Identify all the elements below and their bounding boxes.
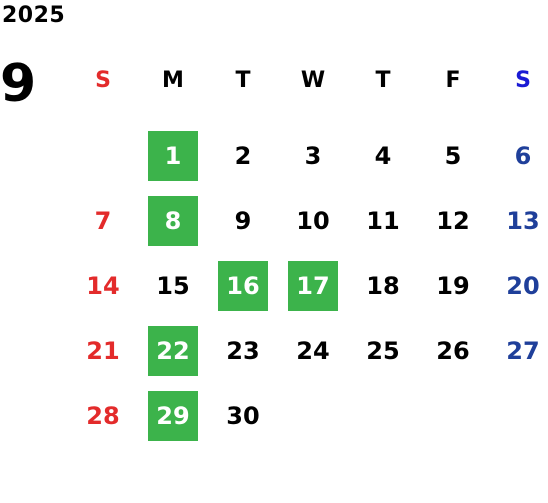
day-number: 8 bbox=[148, 195, 198, 246]
day-number: 12 bbox=[436, 206, 470, 235]
day-number: 19 bbox=[436, 271, 470, 300]
day-number: 21 bbox=[86, 336, 120, 365]
weekday-saturday: S bbox=[515, 68, 531, 93]
day-cell bbox=[278, 383, 348, 448]
day-cell: 19 bbox=[418, 253, 488, 318]
day-number: 18 bbox=[366, 271, 400, 300]
day-number: 20 bbox=[506, 271, 540, 300]
day-number: 15 bbox=[156, 271, 190, 300]
day-cell bbox=[488, 383, 548, 448]
weekday-thursday: T bbox=[375, 68, 391, 93]
day-number: 4 bbox=[374, 141, 392, 170]
day-number bbox=[498, 391, 548, 441]
day-cell: 13 bbox=[488, 188, 548, 253]
day-number: 25 bbox=[366, 336, 400, 365]
day-cell: 23 bbox=[208, 318, 278, 383]
day-cell: 17 bbox=[278, 253, 348, 318]
day-number: 23 bbox=[226, 336, 260, 365]
day-cell: 15 bbox=[138, 253, 208, 318]
day-cell: 8 bbox=[138, 188, 208, 253]
day-cell: 25 bbox=[348, 318, 418, 383]
day-number: 17 bbox=[288, 260, 338, 311]
day-cell: 22 bbox=[138, 318, 208, 383]
day-number bbox=[358, 391, 408, 441]
day-cell: 5 bbox=[418, 123, 488, 188]
day-cell: 11 bbox=[348, 188, 418, 253]
day-number: 24 bbox=[296, 336, 330, 365]
calendar-grid: S M T W T F S 1 2 3 4 5 6 7 8 9 10 11 12… bbox=[68, 58, 548, 448]
weekday-friday: F bbox=[445, 68, 461, 93]
day-cell: 3 bbox=[278, 123, 348, 188]
day-cell: 4 bbox=[348, 123, 418, 188]
day-number: 13 bbox=[506, 206, 540, 235]
day-number: 30 bbox=[226, 401, 260, 430]
calendar-month: 9 bbox=[0, 54, 37, 114]
calendar-year: 2025 bbox=[2, 3, 66, 28]
day-cell: 1 bbox=[138, 123, 208, 188]
day-cell bbox=[68, 123, 138, 188]
weekday-tuesday: T bbox=[235, 68, 251, 93]
day-number: 2 bbox=[234, 141, 252, 170]
day-cell: 16 bbox=[208, 253, 278, 318]
day-cell: 29 bbox=[138, 383, 208, 448]
weekday-header-row: S M T W T F S bbox=[68, 58, 548, 103]
day-cell: 21 bbox=[68, 318, 138, 383]
day-cell: 9 bbox=[208, 188, 278, 253]
day-cell: 20 bbox=[488, 253, 548, 318]
day-cell: 12 bbox=[418, 188, 488, 253]
day-cell: 10 bbox=[278, 188, 348, 253]
day-number: 7 bbox=[94, 206, 112, 235]
day-cell: 27 bbox=[488, 318, 548, 383]
day-number: 9 bbox=[234, 206, 252, 235]
day-cell: 2 bbox=[208, 123, 278, 188]
day-cell bbox=[348, 383, 418, 448]
day-number: 26 bbox=[436, 336, 470, 365]
day-number bbox=[428, 391, 478, 441]
day-number: 5 bbox=[444, 141, 462, 170]
day-number: 3 bbox=[304, 141, 322, 170]
day-number bbox=[78, 131, 128, 181]
day-cell: 26 bbox=[418, 318, 488, 383]
day-number: 14 bbox=[86, 271, 120, 300]
day-cell: 6 bbox=[488, 123, 548, 188]
day-cell: 7 bbox=[68, 188, 138, 253]
day-number: 27 bbox=[506, 336, 540, 365]
weekday-sunday: S bbox=[95, 68, 111, 93]
weekday-wednesday: W bbox=[300, 68, 326, 93]
day-cell: 14 bbox=[68, 253, 138, 318]
day-number: 29 bbox=[148, 390, 198, 441]
day-number bbox=[288, 391, 338, 441]
day-cell: 28 bbox=[68, 383, 138, 448]
day-cell bbox=[418, 383, 488, 448]
day-number: 28 bbox=[86, 401, 120, 430]
day-number: 16 bbox=[218, 260, 268, 311]
day-number: 22 bbox=[148, 325, 198, 376]
day-cell: 18 bbox=[348, 253, 418, 318]
day-number: 1 bbox=[148, 130, 198, 181]
day-number: 6 bbox=[514, 141, 532, 170]
weekday-monday: M bbox=[162, 68, 184, 93]
day-cell: 24 bbox=[278, 318, 348, 383]
day-number: 11 bbox=[366, 206, 400, 235]
day-number: 10 bbox=[296, 206, 330, 235]
day-cell: 30 bbox=[208, 383, 278, 448]
